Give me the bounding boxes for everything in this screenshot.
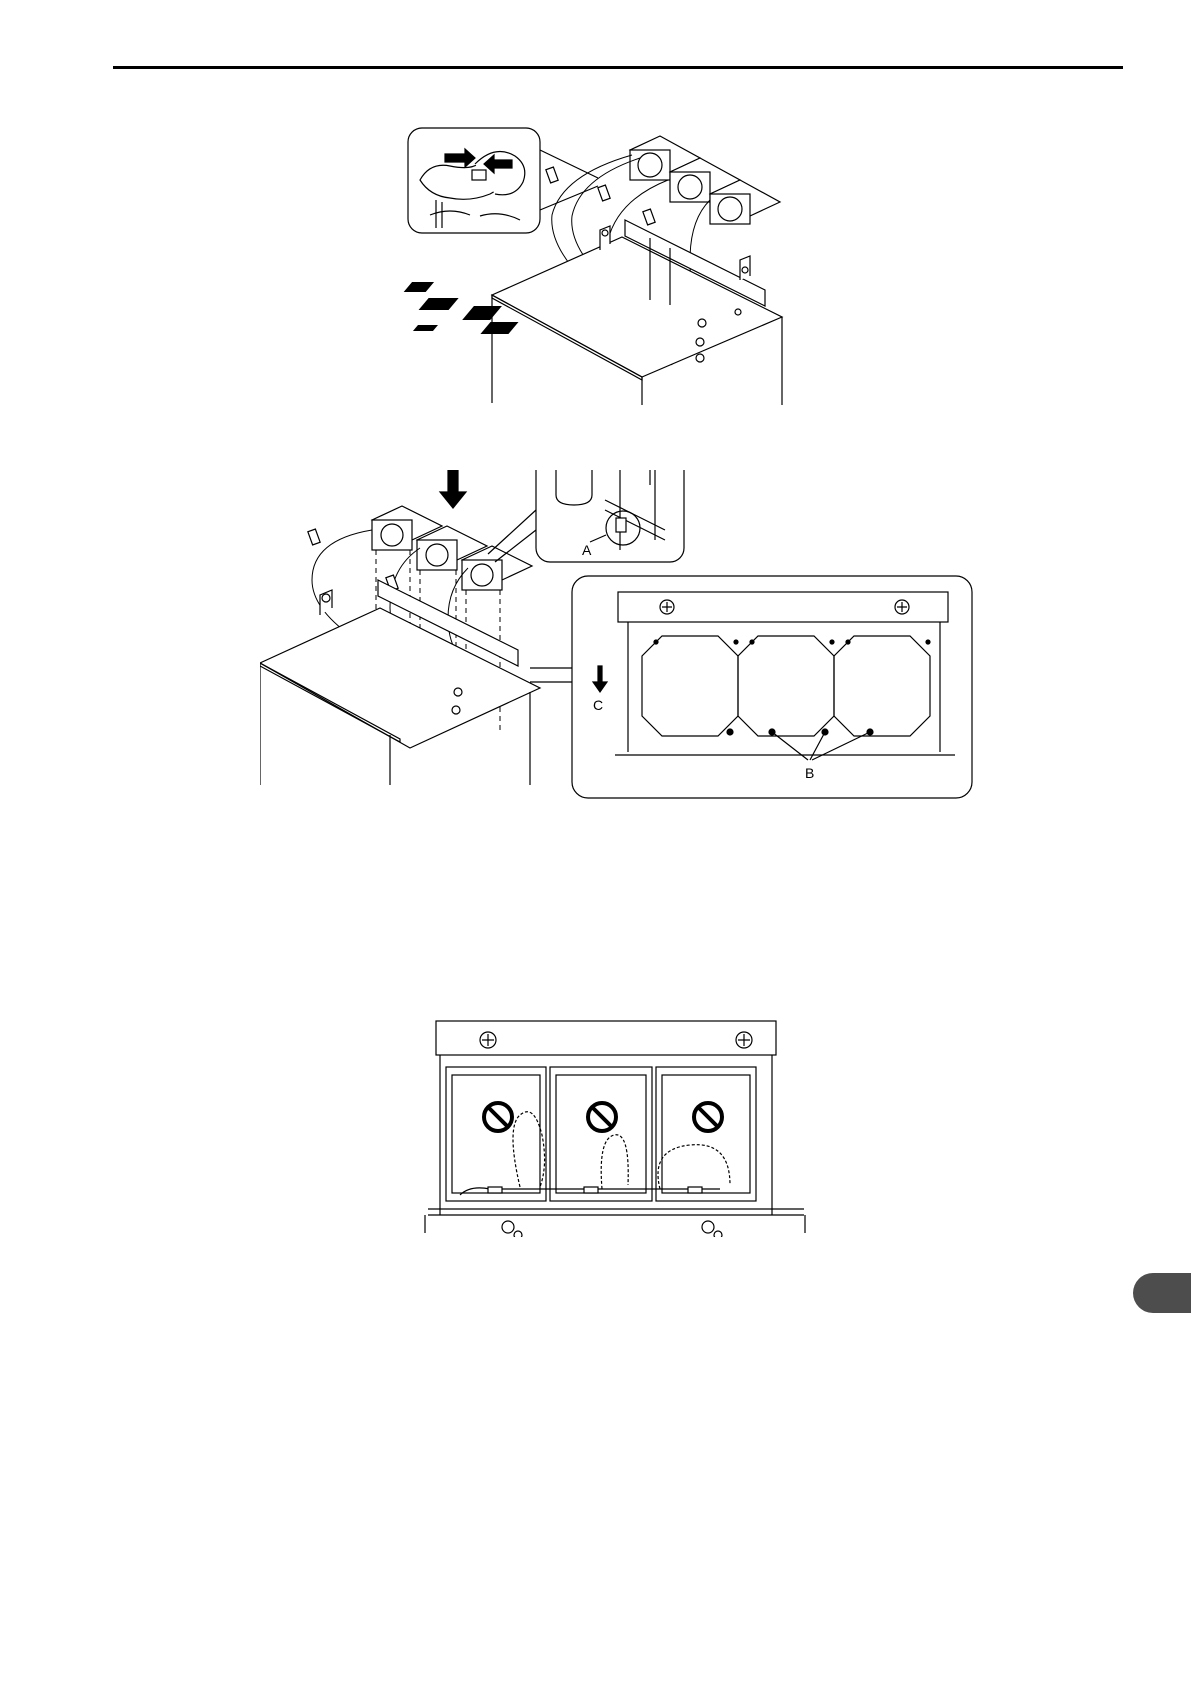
prohibited-icon: [484, 1103, 512, 1131]
detail-callout-a: A: [488, 470, 684, 562]
prohibited-icon: [694, 1103, 722, 1131]
cooling-fans-top: [630, 136, 780, 224]
label-a: A: [582, 542, 592, 558]
down-arrow-icon: [440, 470, 466, 508]
drive-chassis: [260, 580, 540, 785]
chapter-tab: [1133, 1273, 1191, 1313]
figure-fan-connector-disconnect: [400, 120, 850, 405]
label-c: C: [593, 697, 603, 713]
detail-callout-hands: [408, 128, 598, 233]
prohibited-icon: [588, 1103, 616, 1131]
figure-fan-installation: A: [260, 470, 980, 855]
header-rule: [113, 66, 1123, 69]
drive-chassis: [404, 220, 782, 405]
detail-callout-b-c: B C: [530, 576, 972, 798]
label-b: B: [805, 765, 814, 781]
figure-cable-routing: [420, 1017, 810, 1237]
